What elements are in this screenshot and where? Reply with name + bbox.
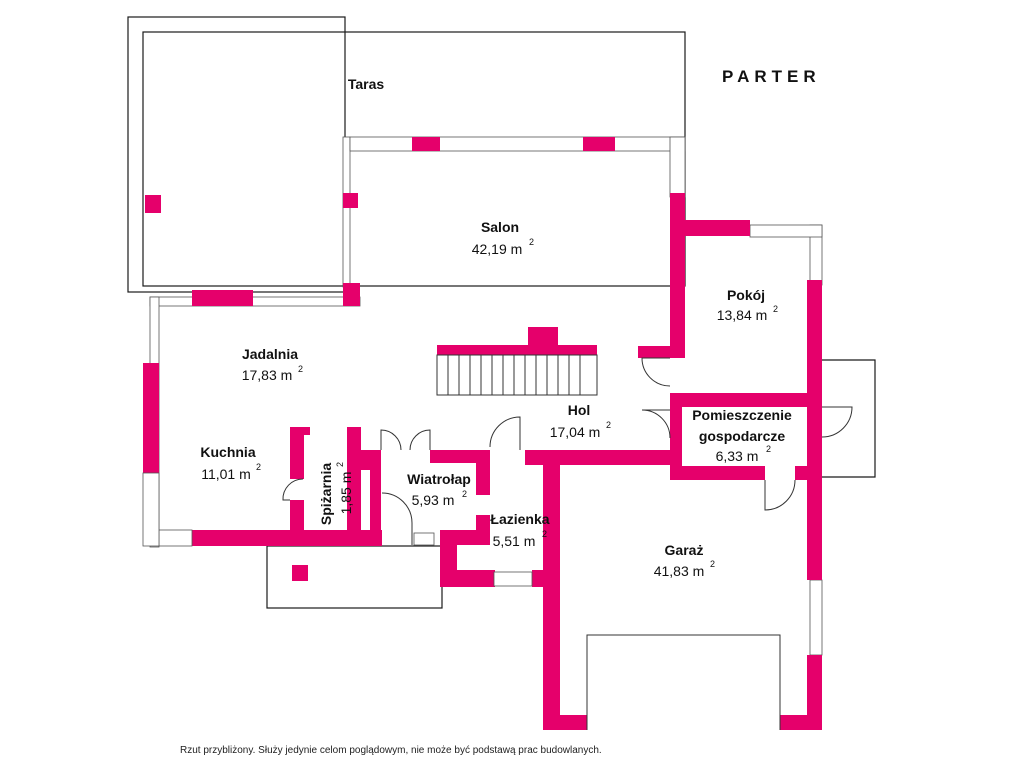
side-porch-outline <box>822 359 876 478</box>
room-area-sup-pomieszczenie: 2 <box>766 444 771 454</box>
room-label-hol: Hol <box>568 402 591 418</box>
room-area-sup-lazienka: 2 <box>542 529 547 539</box>
room-area-sup-jadalnia: 2 <box>298 364 303 374</box>
room-label-pokoj: Pokój <box>727 287 765 303</box>
room-label-spizarnia: Spiżarnia <box>318 463 334 525</box>
room-area-wiatrolap: 5,93 m <box>412 492 455 508</box>
room-area-hol: 17,04 m <box>550 424 601 440</box>
room-area-kuchnia: 11,01 m <box>201 466 251 482</box>
windows <box>142 472 533 587</box>
room-area-pomieszczenie: 6,33 m <box>716 448 759 464</box>
room-area-lazienka: 5,51 m <box>493 533 536 549</box>
room-area-sup-kuchnia: 2 <box>256 462 261 472</box>
room-label-pomieszczenie-line2: gospodarcze <box>699 428 786 444</box>
room-area-garaz: 41,83 m <box>654 563 705 579</box>
room-area-sup-hol: 2 <box>606 420 611 430</box>
walls <box>143 137 822 730</box>
room-area-sup-pokoj: 2 <box>773 304 778 314</box>
room-area-sup-spizarnia: 2 <box>335 462 345 467</box>
room-area-sup-wiatrolap: 2 <box>462 489 467 499</box>
room-label-taras: Taras <box>348 76 385 92</box>
room-area-pokoj: 13,84 m <box>717 307 768 323</box>
stairs <box>436 345 598 396</box>
room-area-sup-salon: 2 <box>529 237 534 247</box>
room-label-garaz: Garaż <box>665 542 704 558</box>
room-label-kuchnia: Kuchnia <box>200 444 255 460</box>
room-area-sup-garaz: 2 <box>710 559 715 569</box>
garage-door-outline <box>586 634 781 730</box>
room-label-pomieszczenie-line1: Pomieszczenie <box>692 407 792 423</box>
room-area-salon: 42,19 m <box>472 241 523 257</box>
room-label-salon: Salon <box>481 219 519 235</box>
room-area-spizarnia: 1,85 m <box>338 472 354 515</box>
room-area-jadalnia: 17,83 m <box>242 367 293 383</box>
terrace-outline <box>127 16 686 293</box>
room-label-lazienka: Łazienka <box>490 511 549 527</box>
room-label-wiatrolap: Wiatrołap <box>407 471 471 487</box>
doors <box>282 357 853 545</box>
floor-title: PARTER <box>722 67 821 86</box>
room-label-jadalnia: Jadalnia <box>242 346 298 362</box>
disclaimer-text: Rzut przybliżony. Służy jedynie celom po… <box>180 745 602 756</box>
